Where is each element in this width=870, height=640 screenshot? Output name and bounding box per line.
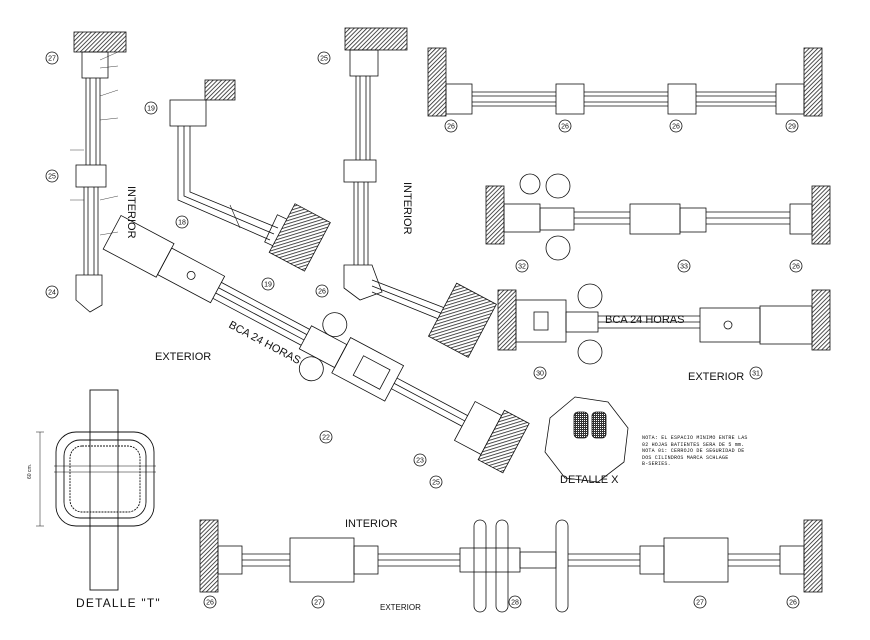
reference-bubble [319, 430, 333, 444]
label-exterior-right: EXTERIOR [688, 371, 744, 383]
horizontal-section-bottom [199, 519, 823, 613]
reference-bubble-number: 26 [789, 600, 797, 607]
reference-bubble [785, 119, 799, 133]
diagonal-door-section [102, 214, 530, 474]
reference-bubble-number: 25 [432, 480, 440, 487]
horizontal-window-section-top [427, 47, 823, 117]
reference-bubble-number: 27 [314, 600, 322, 607]
reference-bubble [533, 366, 547, 380]
note-line: 02 HOJAS BATIENTES SERA DE 5 mm. [642, 441, 745, 448]
mullion-box [75, 164, 107, 188]
horizontal-door-section-mid [485, 173, 831, 261]
note-line: NOTA: EL ESPACIO MINIMO ENTRE LAS [642, 435, 748, 441]
label-detalle-t: DETALLE "T" [76, 596, 161, 610]
detail-t [36, 389, 156, 591]
vertical-window-section-left [70, 31, 127, 313]
reference-bubble [175, 215, 189, 229]
reference-bubble-number: 25 [320, 56, 328, 63]
label-detalle-x: DETALLE X [560, 474, 619, 486]
corner-window-section [169, 79, 331, 272]
reference-bubble-number: 32 [518, 264, 526, 271]
reference-bubble-number: 19 [264, 282, 272, 289]
reference-bubble-number: 24 [48, 290, 56, 297]
construction-note: NOTA: EL ESPACIO MINIMO ENTRE LAS 02 HOJ… [642, 435, 752, 468]
label-interior-left: INTERIOR [125, 186, 137, 239]
note-line: DOS CILINDROS MARCA SCHLAGE [642, 454, 729, 461]
detail-x [544, 396, 629, 483]
reference-bubble-number: 29 [788, 124, 796, 131]
vertical-window-section-mid [343, 27, 497, 358]
horizontal-door-section-bca [497, 283, 831, 365]
reference-bubble-number: 28 [511, 600, 519, 607]
reference-bubble [786, 595, 800, 609]
label-exterior-diagonal: EXTERIOR [155, 351, 211, 363]
reference-bubble [45, 169, 59, 183]
reference-bubble [429, 475, 443, 489]
reference-bubble-number: 26 [318, 289, 326, 296]
reference-bubble-number: 27 [48, 56, 56, 63]
mullion-box [81, 51, 109, 79]
reference-bubble-number: 26 [447, 124, 455, 131]
reference-bubble [261, 277, 275, 291]
reference-bubble [203, 595, 217, 609]
label-exterior-bottom: EXTERIOR [380, 603, 421, 612]
label-interior-mid: INTERIOR [401, 182, 413, 235]
reference-bubble-number: 27 [696, 600, 704, 607]
bubble-layer: 27 19 25 24 18 19 25 26 26 26 26 29 32 33 26 30 31 26 27 28… [45, 51, 803, 609]
reference-bubble [144, 101, 158, 115]
reference-bubble [677, 259, 691, 273]
label-interior-bottom: INTERIOR [345, 518, 398, 530]
reference-bubble [515, 259, 529, 273]
label-bca-right: BCA 24 HORAS [605, 314, 684, 326]
reference-bubble [311, 595, 325, 609]
wall-hatch [73, 31, 127, 53]
reference-bubble-number: 33 [680, 264, 688, 271]
reference-bubble [45, 285, 59, 299]
reference-bubble [693, 595, 707, 609]
reference-bubble [749, 366, 763, 380]
reference-bubble-number: 18 [178, 220, 186, 227]
reference-bubble-number: 26 [792, 264, 800, 271]
reference-bubble [413, 453, 427, 467]
dimension-label: 60 cm. [27, 464, 33, 479]
reference-bubble [444, 119, 458, 133]
reference-bubble [558, 119, 572, 133]
reference-bubble-number: 23 [416, 458, 424, 465]
note-line: NOTA 01: CERROJO DE SEGURIDAD DE [642, 448, 745, 454]
reference-bubble [508, 595, 522, 609]
reference-bubble-number: 26 [206, 600, 214, 607]
note-line: B-SERIES. [642, 461, 671, 467]
reference-bubble-number: 31 [752, 371, 760, 378]
reference-bubble [669, 119, 683, 133]
reference-bubble-number: 26 [561, 124, 569, 131]
reference-bubble-number: 30 [536, 371, 544, 378]
reference-bubble-number: 25 [48, 174, 56, 181]
reference-bubble [45, 51, 59, 65]
reference-bubble-number: 19 [147, 106, 155, 113]
reference-bubble-number: 26 [672, 124, 680, 131]
reference-bubble-number: 22 [322, 435, 330, 442]
reference-bubble [789, 259, 803, 273]
reference-bubble [315, 284, 329, 298]
reference-bubble [317, 51, 331, 65]
